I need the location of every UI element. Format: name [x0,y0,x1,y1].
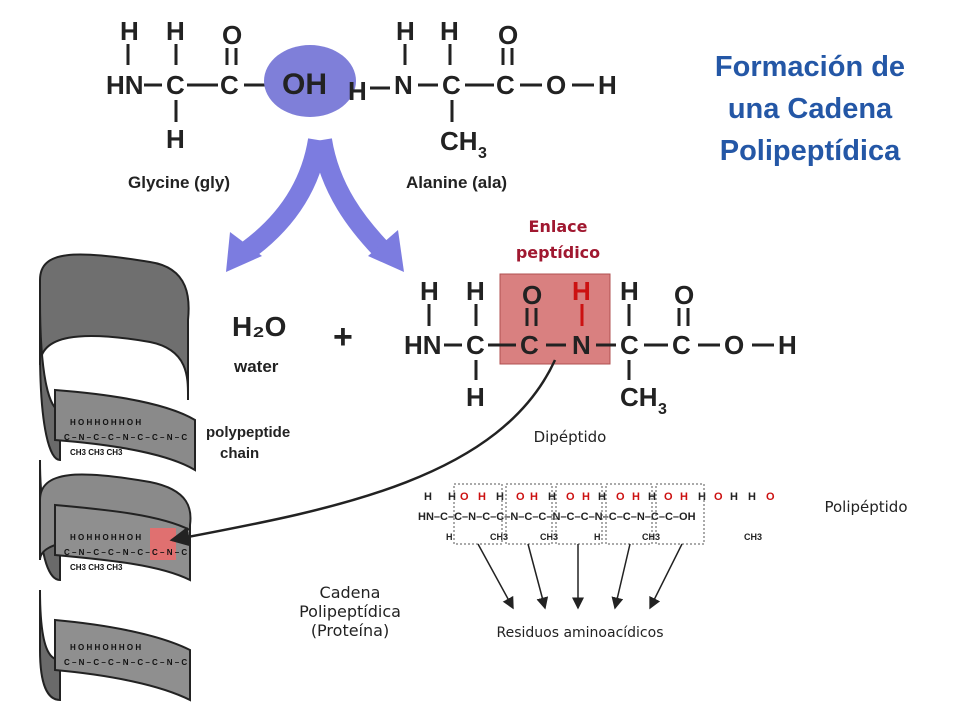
svg-text:H: H [748,491,756,503]
svg-text:C: C [466,330,485,360]
svg-text:C: C [672,330,691,360]
svg-text:O: O [460,491,469,503]
plus-sign: + [333,318,353,356]
svg-text:HN: HN [404,330,442,360]
svg-text:N: N [572,330,591,360]
svg-text:CH3 CH3 CH3: CH3 CH3 CH3 [70,563,123,572]
svg-text:CH3: CH3 [642,532,660,542]
svg-text:3: 3 [658,401,667,418]
svg-text:C – N – C – C – N – C – C – N: C – N – C – C – N – C – C – N – C [64,658,187,667]
svg-text:H: H [594,532,601,542]
water-label: water [233,357,279,376]
helix-chain-label-2: chain [220,445,259,462]
svg-text:C – N – C – C – N – C – C – N: C – N – C – C – N – C – C – N – C [64,433,187,442]
svg-text:H: H [440,16,459,46]
alanine-label: Alanine (ala) [406,173,507,192]
svg-text:H: H [598,70,617,100]
svg-text:H: H [572,276,591,306]
oh-removed-ellipse [264,45,356,117]
glycine-molecule: H H O HN C C H [106,16,268,154]
svg-text:HN: HN [106,70,144,100]
svg-text:CH: CH [620,382,658,412]
svg-text:O: O [498,20,518,50]
svg-text:CH3: CH3 [490,532,508,542]
svg-text:C: C [442,70,461,100]
svg-text:H: H [680,491,688,503]
svg-text:O: O [546,70,566,100]
svg-text:H: H [496,491,504,503]
polypeptide-label: Polipéptido [824,498,908,516]
alanine-molecule: H H O H N C C O H CH 3 [348,16,617,162]
reaction-arrows [226,138,404,272]
svg-text:H: H [530,491,538,503]
svg-text:O: O [616,491,625,503]
svg-text:O: O [516,491,525,503]
svg-text:H: H [466,276,485,306]
svg-text:H: H [466,382,485,412]
water-formula: H₂O [232,311,286,342]
svg-text:N: N [394,70,413,100]
svg-text:H: H [620,276,639,306]
svg-text:CH3: CH3 [744,532,762,542]
svg-text:O: O [674,280,694,310]
svg-text:O: O [522,280,542,310]
svg-text:C: C [620,330,639,360]
svg-text:O: O [664,491,673,503]
svg-text:H: H [348,76,367,106]
svg-text:H: H [420,276,439,306]
svg-text:H O H H O H H O H: H O H H O H H O H [70,418,141,427]
svg-text:O: O [724,330,744,360]
svg-text:H: H [166,16,185,46]
svg-text:H: H [698,491,706,503]
peptide-bond-label: Enlace peptídico [515,217,601,262]
svg-text:CH3 CH3 CH3: CH3 CH3 CH3 [70,448,123,457]
dipeptide-label: Dipéptido [533,428,607,446]
svg-text:CH: CH [440,126,478,156]
svg-text:C: C [166,70,185,100]
svg-text:C: C [220,70,239,100]
helix-chain-label: polypeptide [206,424,290,441]
svg-text:C: C [496,70,515,100]
svg-text:H: H [582,491,590,503]
svg-text:C: C [520,330,539,360]
residue-arrows [477,543,683,610]
svg-text:H: H [778,330,797,360]
oh-group-text: OH [282,68,327,101]
protein-label: Cadena Polipeptídica (Proteína) [299,583,401,640]
svg-text:H: H [632,491,640,503]
svg-text:H O H H O H H O H: H O H H O H H O H [70,643,141,652]
svg-text:H: H [730,491,738,503]
peptide-bond-box [499,273,611,365]
residues-label: Residuos aminoacídicos [496,625,664,641]
svg-text:O: O [714,491,723,503]
glycine-label: Glycine (gly) [128,173,230,192]
svg-text:HN–C–C–N–C–C–N–C–C–N–C–C–N–C–C: HN–C–C–N–C–C–N–C–C–N–C–C–N–C–C–N–C–C–OH [418,511,696,523]
svg-text:CH3: CH3 [540,532,558,542]
svg-text:O: O [222,20,242,50]
helix-ribbon: H O H H O H H O H C – N – C – C – N – C … [39,253,196,702]
svg-text:3: 3 [478,145,487,162]
svg-text:H: H [120,16,139,46]
dipeptide-molecule: H H O H H O HN C C N C C O H H CH 3 [404,276,797,418]
peptide-bond-connector [169,359,557,547]
svg-text:H: H [648,491,656,503]
page-title: Formación de una Cadena Polipeptídica [714,51,906,167]
svg-text:H: H [448,491,456,503]
svg-text:C – N – C – C – N – C – C – N: C – N – C – C – N – C – C – N – C [64,548,187,557]
svg-text:H: H [424,491,432,503]
svg-text:O: O [566,491,575,503]
svg-text:O: O [766,491,775,503]
svg-text:H: H [548,491,556,503]
svg-text:H O H H O H H O H: H O H H O H H O H [70,533,141,542]
svg-text:H: H [396,16,415,46]
svg-text:H: H [166,124,185,154]
svg-text:H: H [478,491,486,503]
svg-text:H: H [446,532,453,542]
svg-text:H: H [598,491,606,503]
